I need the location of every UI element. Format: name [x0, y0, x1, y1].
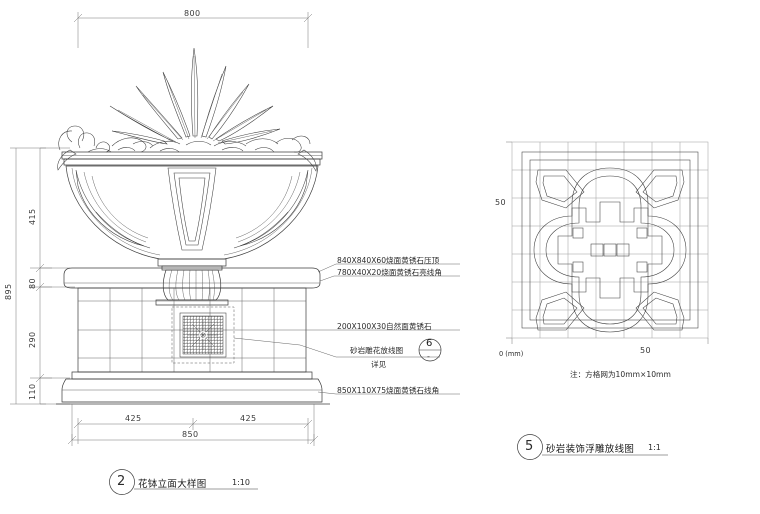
annotation-base: 850X110X75烧面黄锈石线角 — [337, 386, 440, 395]
setting-out-grid — [511, 141, 709, 339]
annotation-relief-line2: 详见 — [371, 360, 387, 369]
relief-motif — [188, 320, 218, 350]
dimension-bottom — [67, 404, 319, 446]
relief-title: 砂岩装饰浮雕放线图 — [546, 444, 635, 455]
relief-axis-bottom-label: 50 — [640, 346, 651, 355]
annotation-panel: 200X100X30自然面黄锈石 — [337, 322, 432, 331]
title-block-elevation — [109, 469, 258, 495]
quatrefoil-motif — [533, 167, 687, 333]
relief-axis-left-label: 50 — [495, 198, 506, 207]
leader-lines — [233, 263, 460, 395]
dim-half-right: 425 — [240, 414, 257, 423]
dimension-top-800 — [73, 12, 313, 48]
dim-cap-height: 80 — [28, 278, 37, 289]
dimension-left-chain — [10, 147, 52, 405]
corner-petal-motifs — [535, 169, 685, 331]
annotation-cap-top: 840X840X60烧面黄锈石压顶 — [337, 256, 440, 265]
annotation-relief-line1: 砂岩雕花放线图 — [350, 346, 404, 355]
planter-bowl — [61, 151, 323, 306]
relief-panel-outline — [171, 306, 235, 364]
dim-base-height: 110 — [28, 383, 37, 400]
annotation-cap-trim: 780X40X20烧面黄锈石亮线角 — [337, 268, 442, 277]
relief-callout-bubble — [418, 338, 442, 362]
relief-tile-frame — [521, 151, 699, 329]
dim-body-height: 290 — [28, 331, 37, 348]
elevation-scale: 1:10 — [232, 478, 250, 487]
dim-total-height: 895 — [4, 283, 13, 300]
elevation-callout-number[interactable]: 2 — [117, 474, 126, 489]
relief-scale: 1:1 — [648, 443, 661, 452]
relief-grid-note: 注：方格网为10mm×10mm — [570, 370, 671, 379]
dim-half-left: 425 — [125, 414, 142, 423]
relief-callout-number-title[interactable]: 5 — [525, 439, 534, 454]
relief-origin-label: 0 (mm) — [499, 350, 524, 358]
relief-callout-number[interactable]: 6 — [426, 338, 433, 349]
elevation-title: 花钵立面大样图 — [138, 479, 207, 490]
extension-lines — [40, 147, 75, 405]
dim-bottom-width: 850 — [182, 430, 199, 439]
plant-foliage — [57, 47, 317, 172]
pedestal — [56, 267, 330, 405]
relief-axis-ticks — [506, 141, 709, 344]
relief-callout-sub: - — [427, 352, 430, 361]
dim-top-width: 800 — [184, 9, 201, 18]
dim-bowl-height: 415 — [28, 208, 37, 225]
cross-key-motif — [557, 201, 663, 299]
title-block-relief — [517, 434, 668, 460]
